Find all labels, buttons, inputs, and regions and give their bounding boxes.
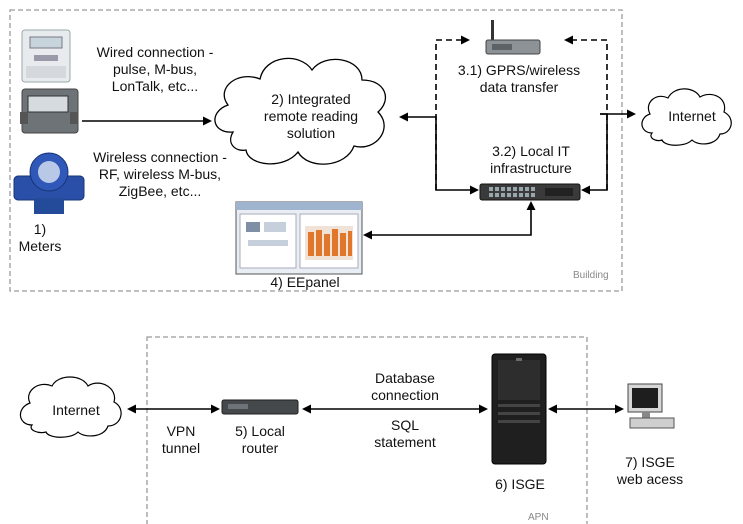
electricity-meter-icon	[21, 29, 71, 83]
internet-cloud-top	[641, 88, 732, 146]
web-line-2: web acess	[616, 471, 684, 487]
cloud-to-it-arrow	[399, 112, 479, 195]
meters-line-2: Meters	[18, 238, 62, 254]
vpn-line-1: VPN	[166, 423, 196, 439]
wireless-connection-label: Wireless connection - RF, wireless M-bus…	[80, 149, 240, 200]
internet-top-label: Internet	[668, 108, 716, 124]
wireless-line-2: RF, wireless M-bus,	[98, 166, 222, 182]
sql-line-2: statement	[374, 434, 436, 450]
remote-reading-label: 2) Integrated remote reading solution	[246, 91, 376, 142]
gprs-line-1: 3.1) GPRS/wireless	[457, 62, 581, 78]
gas-meter-icon	[20, 88, 79, 134]
router-line-2: router	[241, 440, 279, 456]
wired-line-2: pulse, M-bus,	[112, 61, 198, 77]
internet-cloud-bottom	[19, 376, 122, 438]
water-meter-icon	[13, 152, 85, 214]
web-line-1: 7) ISGE	[625, 454, 675, 470]
gprs-line-2: data transfer	[479, 79, 559, 95]
gprs-label: 3.1) GPRS/wireless data transfer	[444, 62, 594, 96]
remote-reading-cloud	[214, 57, 387, 165]
isge-label: 6) ISGE	[495, 476, 545, 492]
wired-line-3: LonTalk, etc...	[111, 78, 199, 94]
wired-line-1: Wired connection -	[96, 44, 214, 60]
sql-statement-label: SQL statement	[350, 417, 460, 451]
vpn-line-2: tunnel	[161, 440, 201, 456]
gprs-modem-icon	[485, 20, 541, 55]
db-line-1: Database	[375, 370, 435, 386]
it-to-right-link	[581, 113, 608, 195]
router-line-1: 5) Local	[235, 423, 285, 439]
remote-reading-line-1: 2) Integrated	[271, 91, 351, 107]
apn-zone-box	[146, 336, 588, 524]
building-zone-label: Building	[573, 270, 609, 281]
eepanel-label: 4) EEpanel	[270, 274, 340, 290]
eepanel-screenshot	[235, 201, 363, 275]
local-router-label: 5) Local router	[222, 423, 298, 457]
network-switch-icon	[479, 183, 581, 201]
gprs-dashed-left-arrow	[435, 35, 470, 190]
building-zone-box	[9, 9, 623, 292]
db-line-2: connection	[371, 387, 439, 403]
local-it-label: 3.2) Local IT infrastructure	[466, 143, 596, 177]
remote-reading-line-3: solution	[286, 125, 336, 141]
wireless-line-1: Wireless connection -	[93, 149, 227, 165]
local-it-line-2: infrastructure	[490, 160, 572, 176]
database-connection-label: Database connection	[350, 370, 460, 404]
meters-line-1: 1)	[33, 221, 47, 237]
internet-bottom-label: Internet	[52, 402, 100, 418]
local-it-line-1: 3.2) Local IT	[492, 143, 570, 159]
sql-line-1: SQL	[390, 417, 419, 433]
isge-web-label: 7) ISGE web acess	[605, 454, 695, 488]
wireless-line-3: ZigBee, etc...	[118, 183, 202, 199]
eepanel-to-it-arrow	[363, 201, 536, 240]
meters-label: 1) Meters	[10, 221, 70, 255]
wired-connection-label: Wired connection - pulse, M-bus, LonTalk…	[80, 44, 230, 95]
remote-reading-line-2: remote reading	[263, 108, 359, 124]
isge-server-icon	[491, 353, 547, 465]
apn-zone-label: APN	[528, 512, 549, 523]
local-router-icon	[221, 399, 299, 415]
web-client-computer-icon	[627, 383, 675, 429]
vpn-tunnel-label: VPN tunnel	[146, 423, 216, 457]
